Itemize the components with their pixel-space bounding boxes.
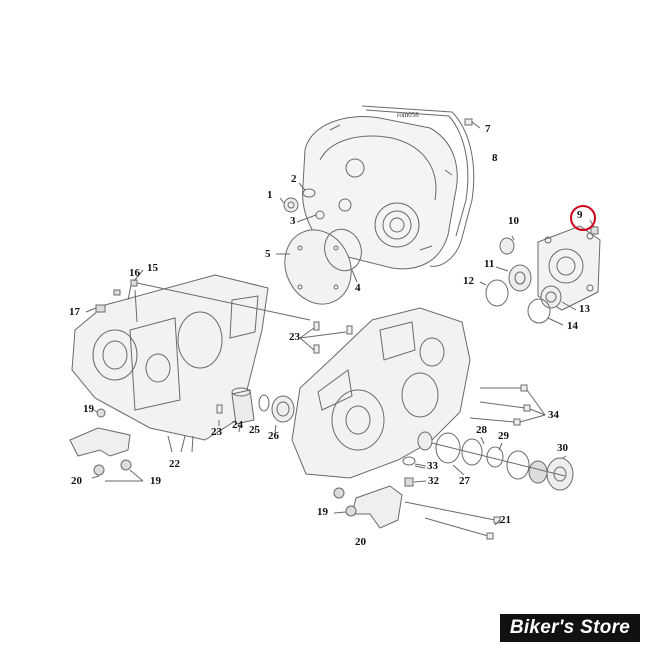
parts-32-33 bbox=[402, 456, 427, 487]
left-fasteners bbox=[85, 269, 311, 418]
callout-13: 13 bbox=[579, 303, 590, 315]
callout-3: 3 bbox=[290, 215, 296, 227]
parts-27-30 bbox=[417, 431, 574, 491]
callout-19-a: 19 bbox=[83, 403, 94, 415]
callout-20-b: 20 bbox=[355, 536, 366, 548]
callout-20-a: 20 bbox=[71, 475, 82, 487]
callout-19-c: 19 bbox=[317, 506, 328, 518]
callout-1: 1 bbox=[267, 189, 273, 201]
callout-8: 8 bbox=[492, 152, 498, 164]
callout-29: 29 bbox=[498, 430, 509, 442]
callout-5: 5 bbox=[265, 248, 271, 260]
cover-gasket bbox=[361, 105, 475, 267]
bolts-34 bbox=[469, 384, 546, 426]
leader-lines bbox=[134, 289, 426, 469]
screw-7 bbox=[464, 118, 481, 129]
callout-27: 27 bbox=[459, 475, 470, 487]
callout-28: 28 bbox=[476, 424, 487, 436]
parts-10-14 bbox=[479, 235, 577, 326]
left-crankcase bbox=[71, 274, 269, 441]
dowels-23 bbox=[216, 321, 353, 426]
bikers-store-logo: Biker's Store bbox=[500, 614, 640, 642]
callout-26: 26 bbox=[268, 430, 279, 442]
highlight-circle-part-9 bbox=[570, 205, 596, 231]
bracket-left bbox=[69, 427, 144, 482]
callout-16: 16 bbox=[129, 267, 140, 279]
parts-24-26 bbox=[231, 387, 295, 433]
bracket-bottom bbox=[333, 485, 403, 529]
callout-12: 12 bbox=[463, 275, 474, 287]
callout-15: 15 bbox=[147, 262, 158, 274]
callout-24: 24 bbox=[232, 419, 243, 431]
callout-7: 7 bbox=[485, 123, 491, 135]
callout-14: 14 bbox=[567, 320, 578, 332]
diagram-ref-code: rom058 bbox=[397, 111, 419, 119]
inspection-cover bbox=[276, 228, 362, 305]
callout-4: 4 bbox=[355, 282, 361, 294]
callout-22: 22 bbox=[169, 458, 180, 470]
callout-11: 11 bbox=[484, 258, 495, 270]
callout-21: 21 bbox=[500, 514, 511, 526]
bolts-21 bbox=[404, 501, 501, 540]
callout-19-b: 19 bbox=[150, 475, 161, 487]
callout-23-a: 23 bbox=[289, 331, 300, 343]
callout-10: 10 bbox=[508, 215, 519, 227]
callout-17: 17 bbox=[69, 306, 80, 318]
callout-33: 33 bbox=[427, 460, 438, 472]
callout-32: 32 bbox=[428, 475, 439, 487]
callout-34: 34 bbox=[548, 409, 559, 421]
callout-9: 9 bbox=[577, 209, 583, 221]
callout-23-b: 23 bbox=[211, 426, 222, 438]
callout-30: 30 bbox=[557, 442, 568, 454]
parts-1-3 bbox=[279, 182, 325, 223]
right-crankcase bbox=[291, 307, 471, 479]
callout-2: 2 bbox=[291, 173, 297, 185]
callout-25: 25 bbox=[249, 424, 260, 436]
primary-cover bbox=[302, 116, 458, 270]
